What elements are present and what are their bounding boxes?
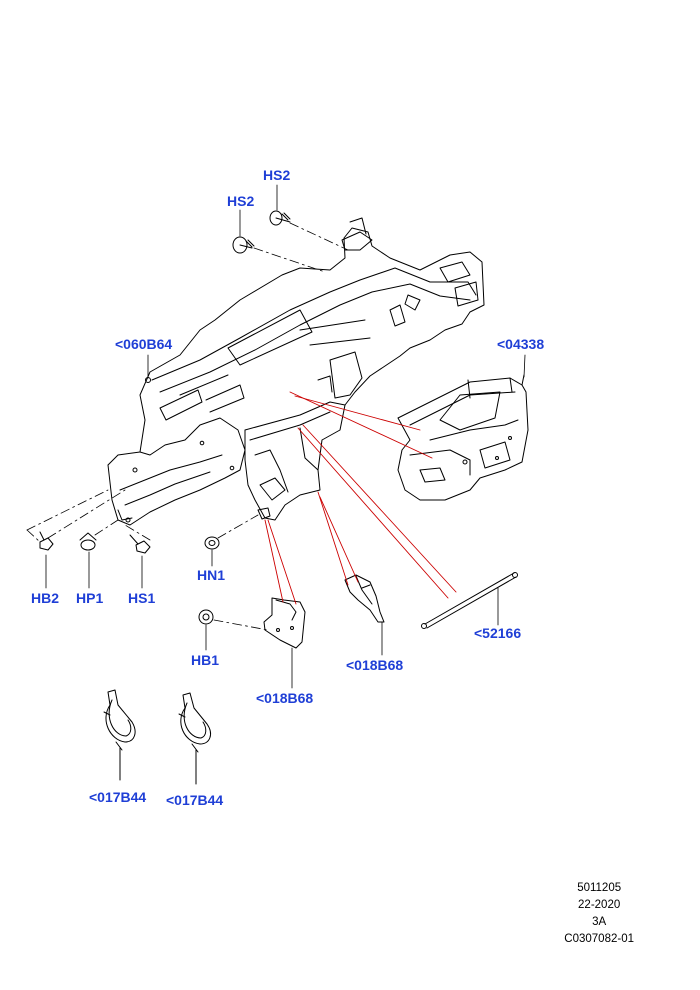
footer-line-2: 22-2020: [578, 899, 621, 911]
screw-hs2-top[interactable]: [270, 211, 290, 225]
rod-52166[interactable]: [422, 573, 518, 629]
nut-hn1[interactable]: [205, 537, 219, 549]
clamp-017b44-right[interactable]: [179, 693, 211, 784]
crosscar-beam[interactable]: [108, 218, 484, 525]
callout-060b64[interactable]: <060B64: [115, 336, 173, 352]
red-leaders: [264, 391, 457, 605]
callout-017b44-right[interactable]: <017B44: [166, 792, 224, 808]
pin-hp1[interactable]: [80, 533, 96, 550]
callout-hs1[interactable]: HS1: [128, 590, 156, 606]
clamp-017b44-left[interactable]: [104, 690, 135, 780]
callout-018b68-left[interactable]: <018B68: [256, 690, 314, 706]
screw-hs2-mid[interactable]: [233, 237, 254, 253]
callout-018b68-center[interactable]: <018B68: [346, 657, 404, 673]
bracket-018b68-left[interactable]: [264, 598, 305, 648]
black-leaders: [45, 184, 526, 689]
callout-hn1[interactable]: HN1: [197, 567, 226, 583]
bolt-hb1[interactable]: [199, 610, 213, 624]
callout-hb1[interactable]: HB1: [191, 652, 220, 668]
bracket-018b68-center[interactable]: [345, 575, 384, 622]
callout-017b44-left[interactable]: <017B44: [89, 789, 147, 805]
footer-line-1: 5011205: [577, 882, 622, 894]
callout-hp1[interactable]: HP1: [76, 590, 104, 606]
screw-hs1[interactable]: [130, 535, 150, 553]
callout-hb2[interactable]: HB2: [31, 590, 60, 606]
callout-04338[interactable]: <04338: [497, 336, 545, 352]
callout-hs2-top[interactable]: HS2: [263, 167, 291, 183]
callout-hs2-mid[interactable]: HS2: [227, 193, 255, 209]
footer-line-3: 3A: [592, 916, 607, 928]
drawing-reference-block: 5011205 22-2020 3A C0307082-01: [564, 880, 634, 948]
footer-line-4: C0307082-01: [564, 933, 634, 945]
dashed-assembly-lines: [26, 222, 349, 631]
bolt-hb2[interactable]: [40, 532, 53, 550]
duct-assembly-04338[interactable]: [398, 375, 528, 500]
callout-52166[interactable]: <52166: [474, 625, 522, 641]
